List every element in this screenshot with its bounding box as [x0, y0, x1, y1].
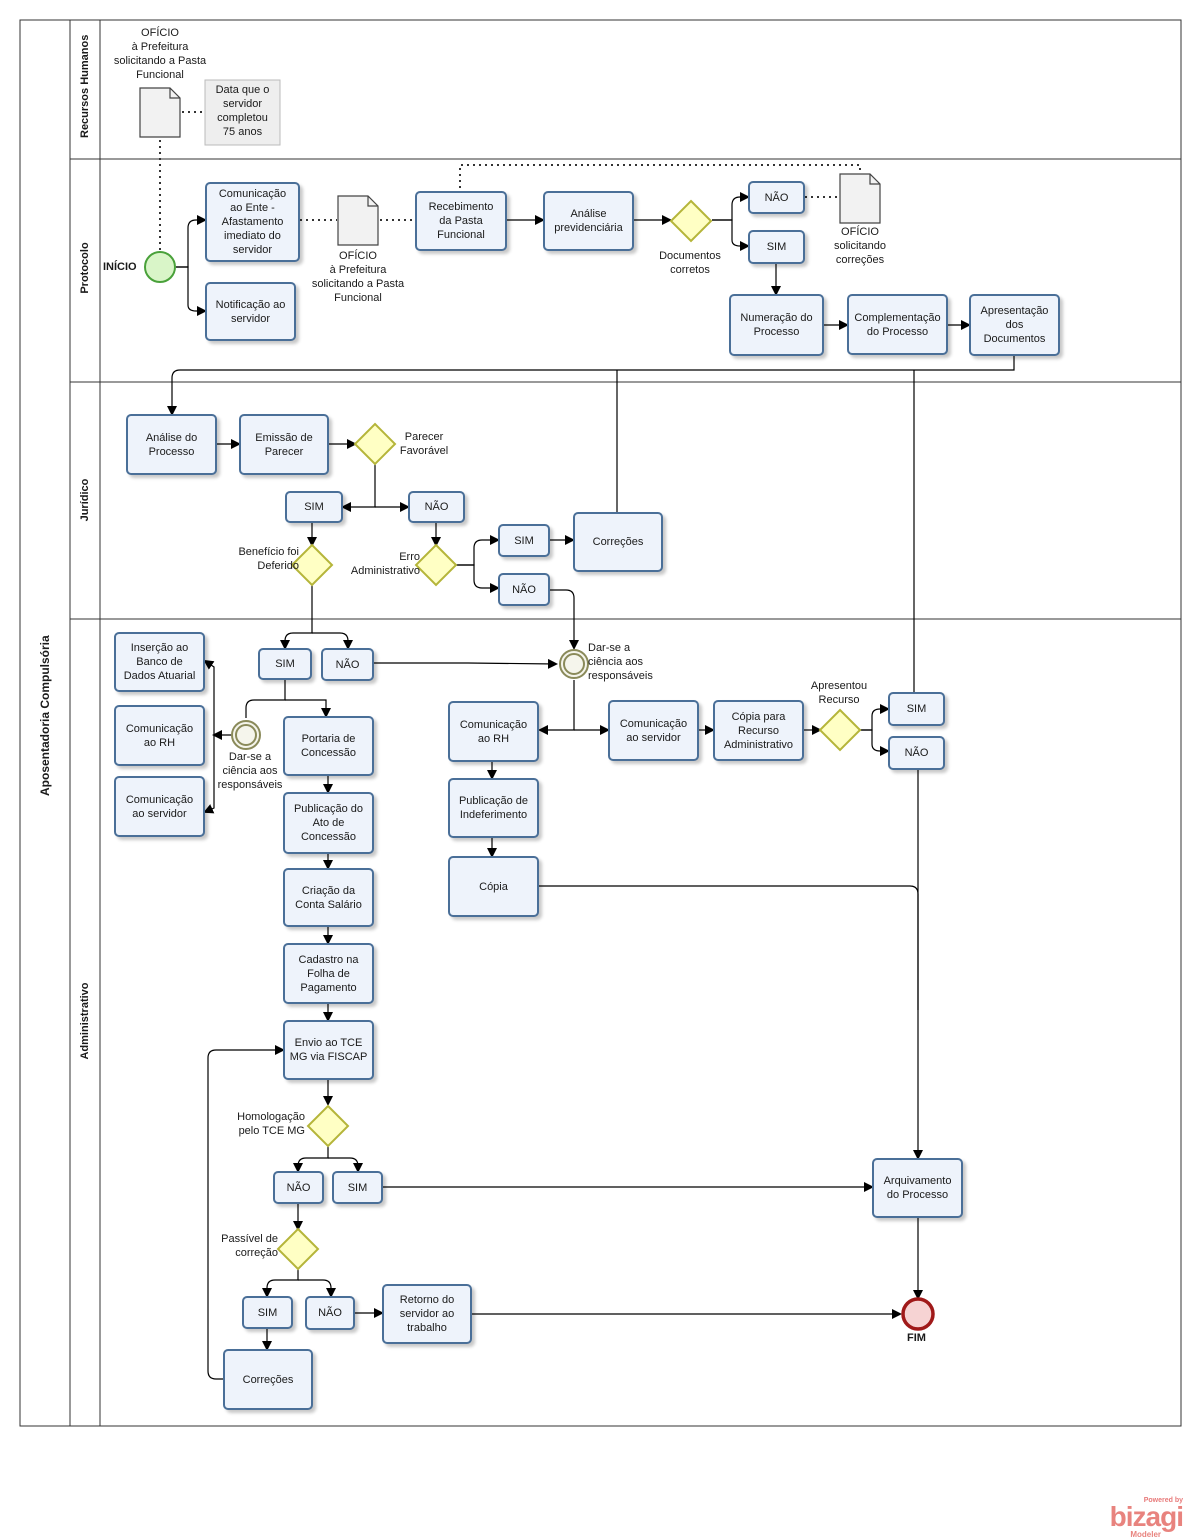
task-publicacao-ato[interactable]: Publicação do Ato de Concessão	[283, 792, 374, 854]
document-icon-correcoes	[839, 173, 881, 224]
task-admin-sim[interactable]: SIM	[258, 648, 312, 680]
annotation-box	[204, 79, 281, 146]
task-insercao-banco[interactable]: Inserção ao Banco de Dados Atuarial	[114, 632, 205, 692]
task-admin-nao[interactable]: NÃO	[321, 648, 374, 681]
bizagi-wordmark: bizagi	[1109, 1501, 1184, 1532]
sequence-flows	[167, 192, 1015, 1380]
task-apresentacao[interactable]: Apresentação dos Documentos	[969, 294, 1060, 356]
task-correcao-nao[interactable]: NÃO	[305, 1296, 355, 1330]
annotation-text: Data que o servidor completou 75 anos	[215, 84, 270, 138]
end-event	[901, 1297, 935, 1331]
pool-title: Aposentadoria Compulsória	[38, 635, 52, 796]
task-comunicacao-ente[interactable]: Comunicação ao Ente - Afastamento imedia…	[205, 182, 300, 262]
gateway-homologacao	[306, 1104, 350, 1148]
task-comunicacao-servidor-1[interactable]: Comunicação ao servidor	[114, 776, 205, 837]
task-protocolo-nao[interactable]: NÃO	[748, 181, 805, 214]
associations	[159, 111, 861, 250]
gateway-passivel-correcao	[276, 1227, 320, 1271]
task-homologacao-sim[interactable]: SIM	[332, 1171, 383, 1204]
end-label: FIM	[907, 1332, 926, 1344]
document-label-rh: OFÍCIO à Prefeitura solicitando a Pasta …	[113, 27, 207, 81]
task-comunicacao-servidor-2[interactable]: Comunicação ao servidor	[608, 700, 699, 761]
lane-recursos-humanos: Recursos Humanos	[79, 34, 91, 138]
intermediate-event-2	[231, 720, 261, 750]
gateway-parecer-favoravel	[353, 422, 397, 466]
task-envio-tce[interactable]: Envio ao TCE MG via FISCAP	[283, 1020, 374, 1080]
task-juridico-nao-2[interactable]: NÃO	[498, 573, 550, 606]
task-juridico-nao[interactable]: NÃO	[408, 491, 465, 523]
gateway-documentos-corretos	[669, 199, 713, 243]
task-correcoes-administrativo[interactable]: Correções	[223, 1349, 313, 1410]
document-icon-rh	[139, 87, 181, 138]
gateway-label-erro: Erro Administrativo	[350, 551, 420, 577]
task-protocolo-sim[interactable]: SIM	[748, 230, 805, 264]
gateway-label-documentos: Documentos corretos	[659, 250, 721, 276]
task-notificacao-servidor[interactable]: Notificação ao servidor	[205, 282, 296, 341]
intermediate-event-1	[559, 649, 589, 679]
gateway-label-passivel: Passível de correção	[221, 1233, 278, 1259]
task-recebimento-pasta[interactable]: Recebimento da Pasta Funcional	[415, 191, 507, 251]
task-portaria[interactable]: Portaria de Concessão	[283, 716, 374, 776]
gateway-label-homologacao: Homologação pelo TCE MG	[237, 1111, 305, 1137]
document-label-protocolo: OFÍCIO à Prefeitura solicitando a Pasta …	[311, 250, 405, 304]
lane-protocolo: Protocolo	[79, 242, 91, 294]
task-criacao-conta[interactable]: Criação da Conta Salário	[283, 868, 374, 927]
task-recurso-sim[interactable]: SIM	[888, 692, 945, 726]
task-analise-processo[interactable]: Análise do Processo	[126, 414, 217, 475]
task-comunicacao-rh-1[interactable]: Comunicação ao RH	[114, 705, 205, 766]
powered-by-text: Powered by	[1143, 1497, 1183, 1504]
task-emissao-parecer[interactable]: Emissão de Parecer	[239, 414, 329, 475]
task-analise-previdenciaria[interactable]: Análise previdenciária	[543, 191, 634, 251]
lane-juridico: Jurídico	[79, 478, 91, 522]
intermediate-label-1: Dar-se a ciência aos responsáveis	[588, 642, 653, 682]
lane-administrativo: Administrativo	[79, 982, 91, 1060]
start-event	[144, 251, 176, 283]
document-icon-protocolo	[337, 195, 379, 246]
task-publicacao-indeferimento[interactable]: Publicação de Indeferimento	[448, 778, 539, 838]
task-retorno-servidor[interactable]: Retorno do servidor ao trabalho	[382, 1284, 472, 1344]
gateway-erro-administrativo	[414, 543, 458, 587]
gateway-label-recurso: Apresentou Recurso	[810, 680, 868, 706]
task-copia-recurso[interactable]: Cópia para Recurso Administrativo	[713, 700, 804, 761]
pool-frame	[19, 19, 1182, 1427]
document-label-correcoes: OFÍCIO solicitando correções	[834, 226, 886, 266]
modeler-text: Modeler	[1130, 1530, 1161, 1539]
task-copia[interactable]: Cópia	[448, 856, 539, 917]
gateway-label-beneficio: Benefício foi Deferido	[238, 546, 299, 572]
intermediate-label-2: Dar-se a ciência aos responsáveis	[217, 751, 283, 791]
gateway-apresentou-recurso	[818, 708, 862, 752]
gateway-beneficio-deferido	[290, 543, 334, 587]
task-juridico-sim[interactable]: SIM	[285, 491, 343, 523]
task-recurso-nao[interactable]: NÃO	[888, 736, 945, 770]
task-numeracao[interactable]: Numeração do Processo	[729, 294, 824, 356]
task-homologacao-nao[interactable]: NÃO	[273, 1171, 324, 1204]
task-complementacao[interactable]: Complementação do Processo	[847, 294, 948, 355]
start-label: INÍCIO	[103, 261, 137, 273]
task-juridico-sim-2[interactable]: SIM	[498, 524, 550, 557]
task-cadastro-folha[interactable]: Cadastro na Folha de Pagamento	[283, 943, 374, 1004]
task-comunicacao-rh-2[interactable]: Comunicação ao RH	[448, 701, 539, 762]
gateway-label-parecer: Parecer Favorável	[399, 431, 449, 457]
gateways	[276, 199, 862, 1271]
task-correcao-sim[interactable]: SIM	[242, 1296, 293, 1329]
task-correcoes-juridico[interactable]: Correções	[573, 512, 663, 572]
bizagi-logo: Powered by bizagi Modeler	[1073, 1497, 1184, 1539]
task-arquivamento[interactable]: Arquivamento do Processo	[872, 1158, 963, 1218]
